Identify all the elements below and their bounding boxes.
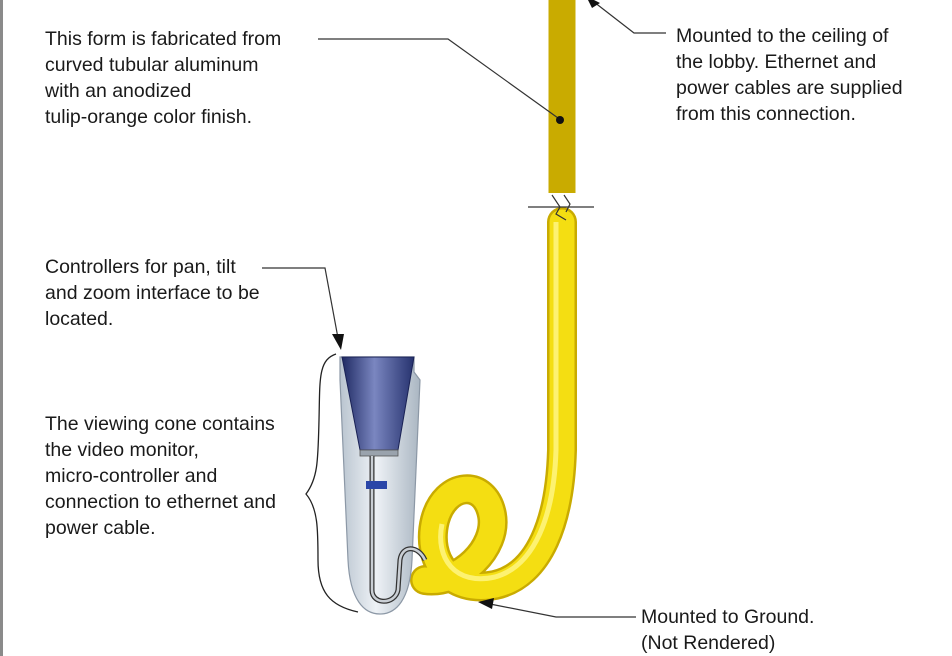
micro-controller-marker [366,481,387,489]
viewing-cone-line-4: connection to ethernet and [45,491,276,513]
tube-break-symbol [528,194,594,221]
controllers-callout: Controllers for pan, tilt and zoom inter… [45,254,260,332]
viewing-cone-line-2: the video monitor, [45,439,199,461]
leader-ground-arrow [478,598,494,609]
ground-callout: Mounted to Ground. (Not Rendered) [641,604,814,656]
leader-fabrication-dot [556,116,564,124]
ceiling-callout: Mounted to the ceiling of the lobby. Eth… [676,23,903,127]
leader-controllers [262,267,339,339]
ceiling-line-2: the lobby. Ethernet and [676,51,877,73]
leader-controllers-arrow [332,334,344,350]
leader-ground [489,603,636,618]
cone-brace [305,353,359,613]
fabrication-callout: This form is fabricated from curved tubu… [45,26,281,130]
leader-lines [262,0,666,618]
ceiling-line-3: power cables are supplied [676,77,903,99]
page-edge [0,0,3,656]
ceiling-line-1: Mounted to the ceiling of [676,25,889,47]
viewing-cone-line-1: The viewing cone contains [45,413,275,435]
controllers-line-3: located. [45,308,114,330]
ceiling-line-4: from this connection. [676,103,856,125]
yellow-tube [410,0,594,602]
controllers-line-1: Controllers for pan, tilt [45,256,236,278]
viewing-cone-callout: The viewing cone contains the video moni… [45,411,276,541]
fabrication-line-3: with an anodized [45,80,192,102]
leader-fabrication [318,38,559,119]
viewing-cone-line-5: power cable. [45,517,156,539]
viewing-cone-line-3: micro-controller and [45,465,218,487]
ground-line-2: (Not Rendered) [641,632,776,654]
viewing-cone [339,356,428,615]
leader-ceiling [593,1,666,34]
fabrication-line-4: tulip-orange color finish. [45,106,253,128]
leader-ceiling-arrow [588,0,600,8]
ground-line-1: Mounted to Ground. [641,606,815,628]
controllers-line-2: and zoom interface to be [45,282,260,304]
fabrication-line-1: This form is fabricated from [45,28,282,50]
fabrication-line-2: curved tubular aluminum [45,54,259,76]
